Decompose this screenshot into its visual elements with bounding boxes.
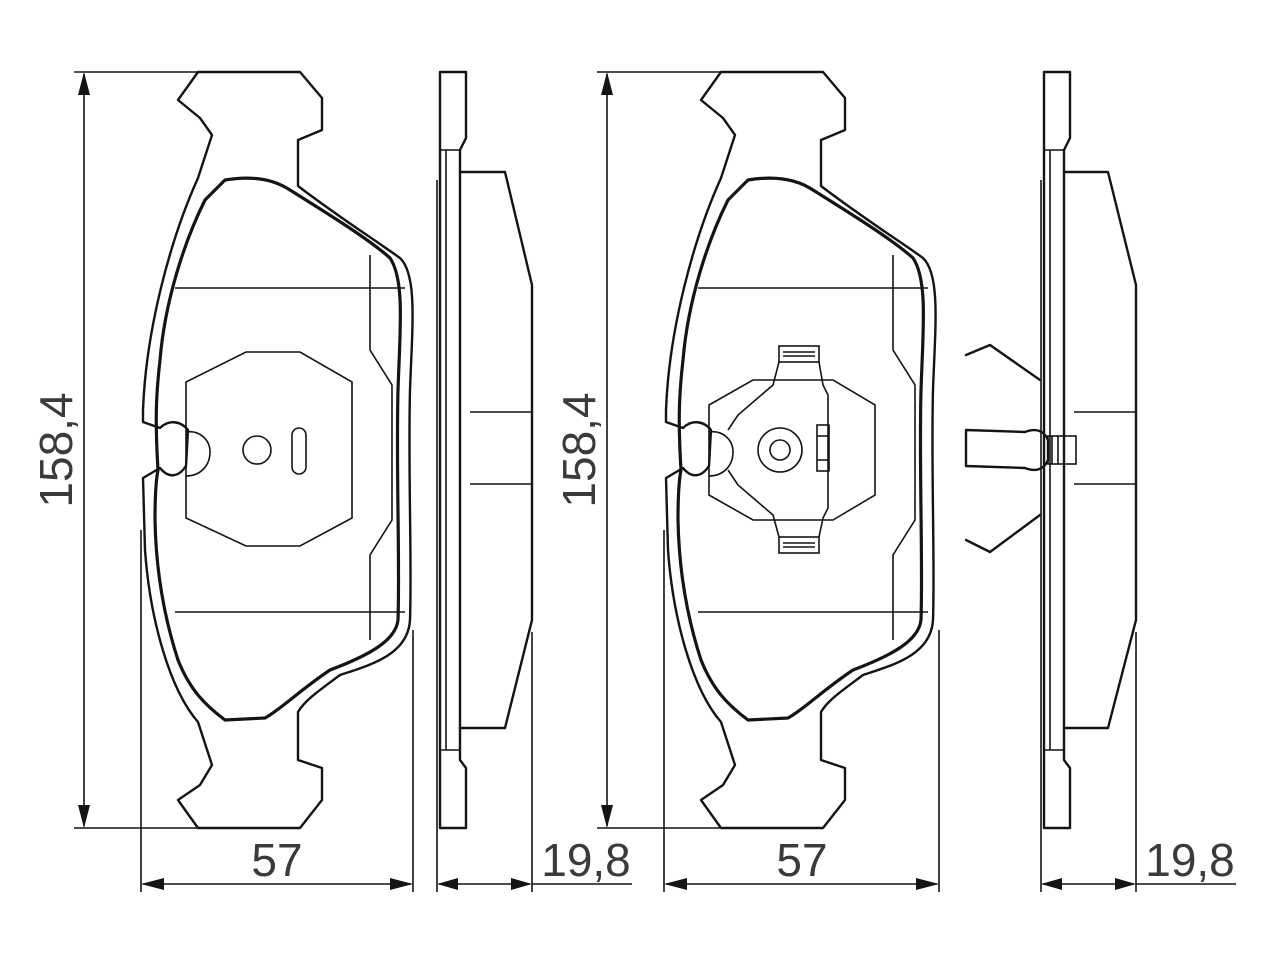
- pad-2-front-view: [664, 70, 937, 830]
- pad-2-clip-spring: [727, 345, 830, 554]
- dim-pad-1-thickness-label: 19,8: [541, 834, 631, 886]
- pad-1-chamfer-line: [369, 255, 393, 640]
- pad-1-side-plate: [438, 70, 468, 830]
- pad-1-friction-lining: [153, 176, 402, 722]
- pad-1-side-lining: [458, 170, 534, 730]
- dim-pad-1-thickness: 19,8: [436, 180, 632, 892]
- dim-pad-2-width: 57: [663, 530, 940, 892]
- dim-pad-2-height-label: 158,4: [553, 392, 605, 507]
- pad-2-centre-ring-inner: [769, 439, 791, 461]
- pad-2-friction-lining: [676, 176, 925, 722]
- pad-2-centre-ring-outer: [757, 427, 803, 473]
- pad-2-shim: [708, 379, 876, 521]
- dim-pad-2-width-label: 57: [776, 834, 827, 886]
- pad-2-side-plate: [1042, 70, 1072, 830]
- dim-pad-2-thickness-label: 19,8: [1145, 834, 1235, 886]
- dim-pad-2-thickness: 19,8: [1040, 180, 1236, 892]
- pad-2-side-spring: [964, 343, 1077, 554]
- dim-pad-1-height: 158,4: [30, 71, 198, 829]
- pad-1-backing-plate: [141, 70, 414, 830]
- pad-1-centre-hole: [242, 435, 272, 465]
- pad-1-slot: [291, 427, 307, 475]
- dim-pad-1-height-label: 158,4: [30, 392, 82, 507]
- pad-1-notch: [185, 430, 211, 477]
- dim-pad-2-height: 158,4: [553, 71, 721, 829]
- dim-pad-1-width-label: 57: [251, 834, 302, 886]
- pad-1-front-view: [141, 70, 414, 830]
- pad-1-side-view: [438, 70, 534, 830]
- dim-pad-1-width: 57: [140, 530, 414, 892]
- pad-1-shim: [185, 351, 353, 547]
- pad-2-side-view: [964, 70, 1138, 830]
- pad-2-backing-plate: [664, 70, 937, 830]
- pad-2-side-lining: [1062, 170, 1138, 730]
